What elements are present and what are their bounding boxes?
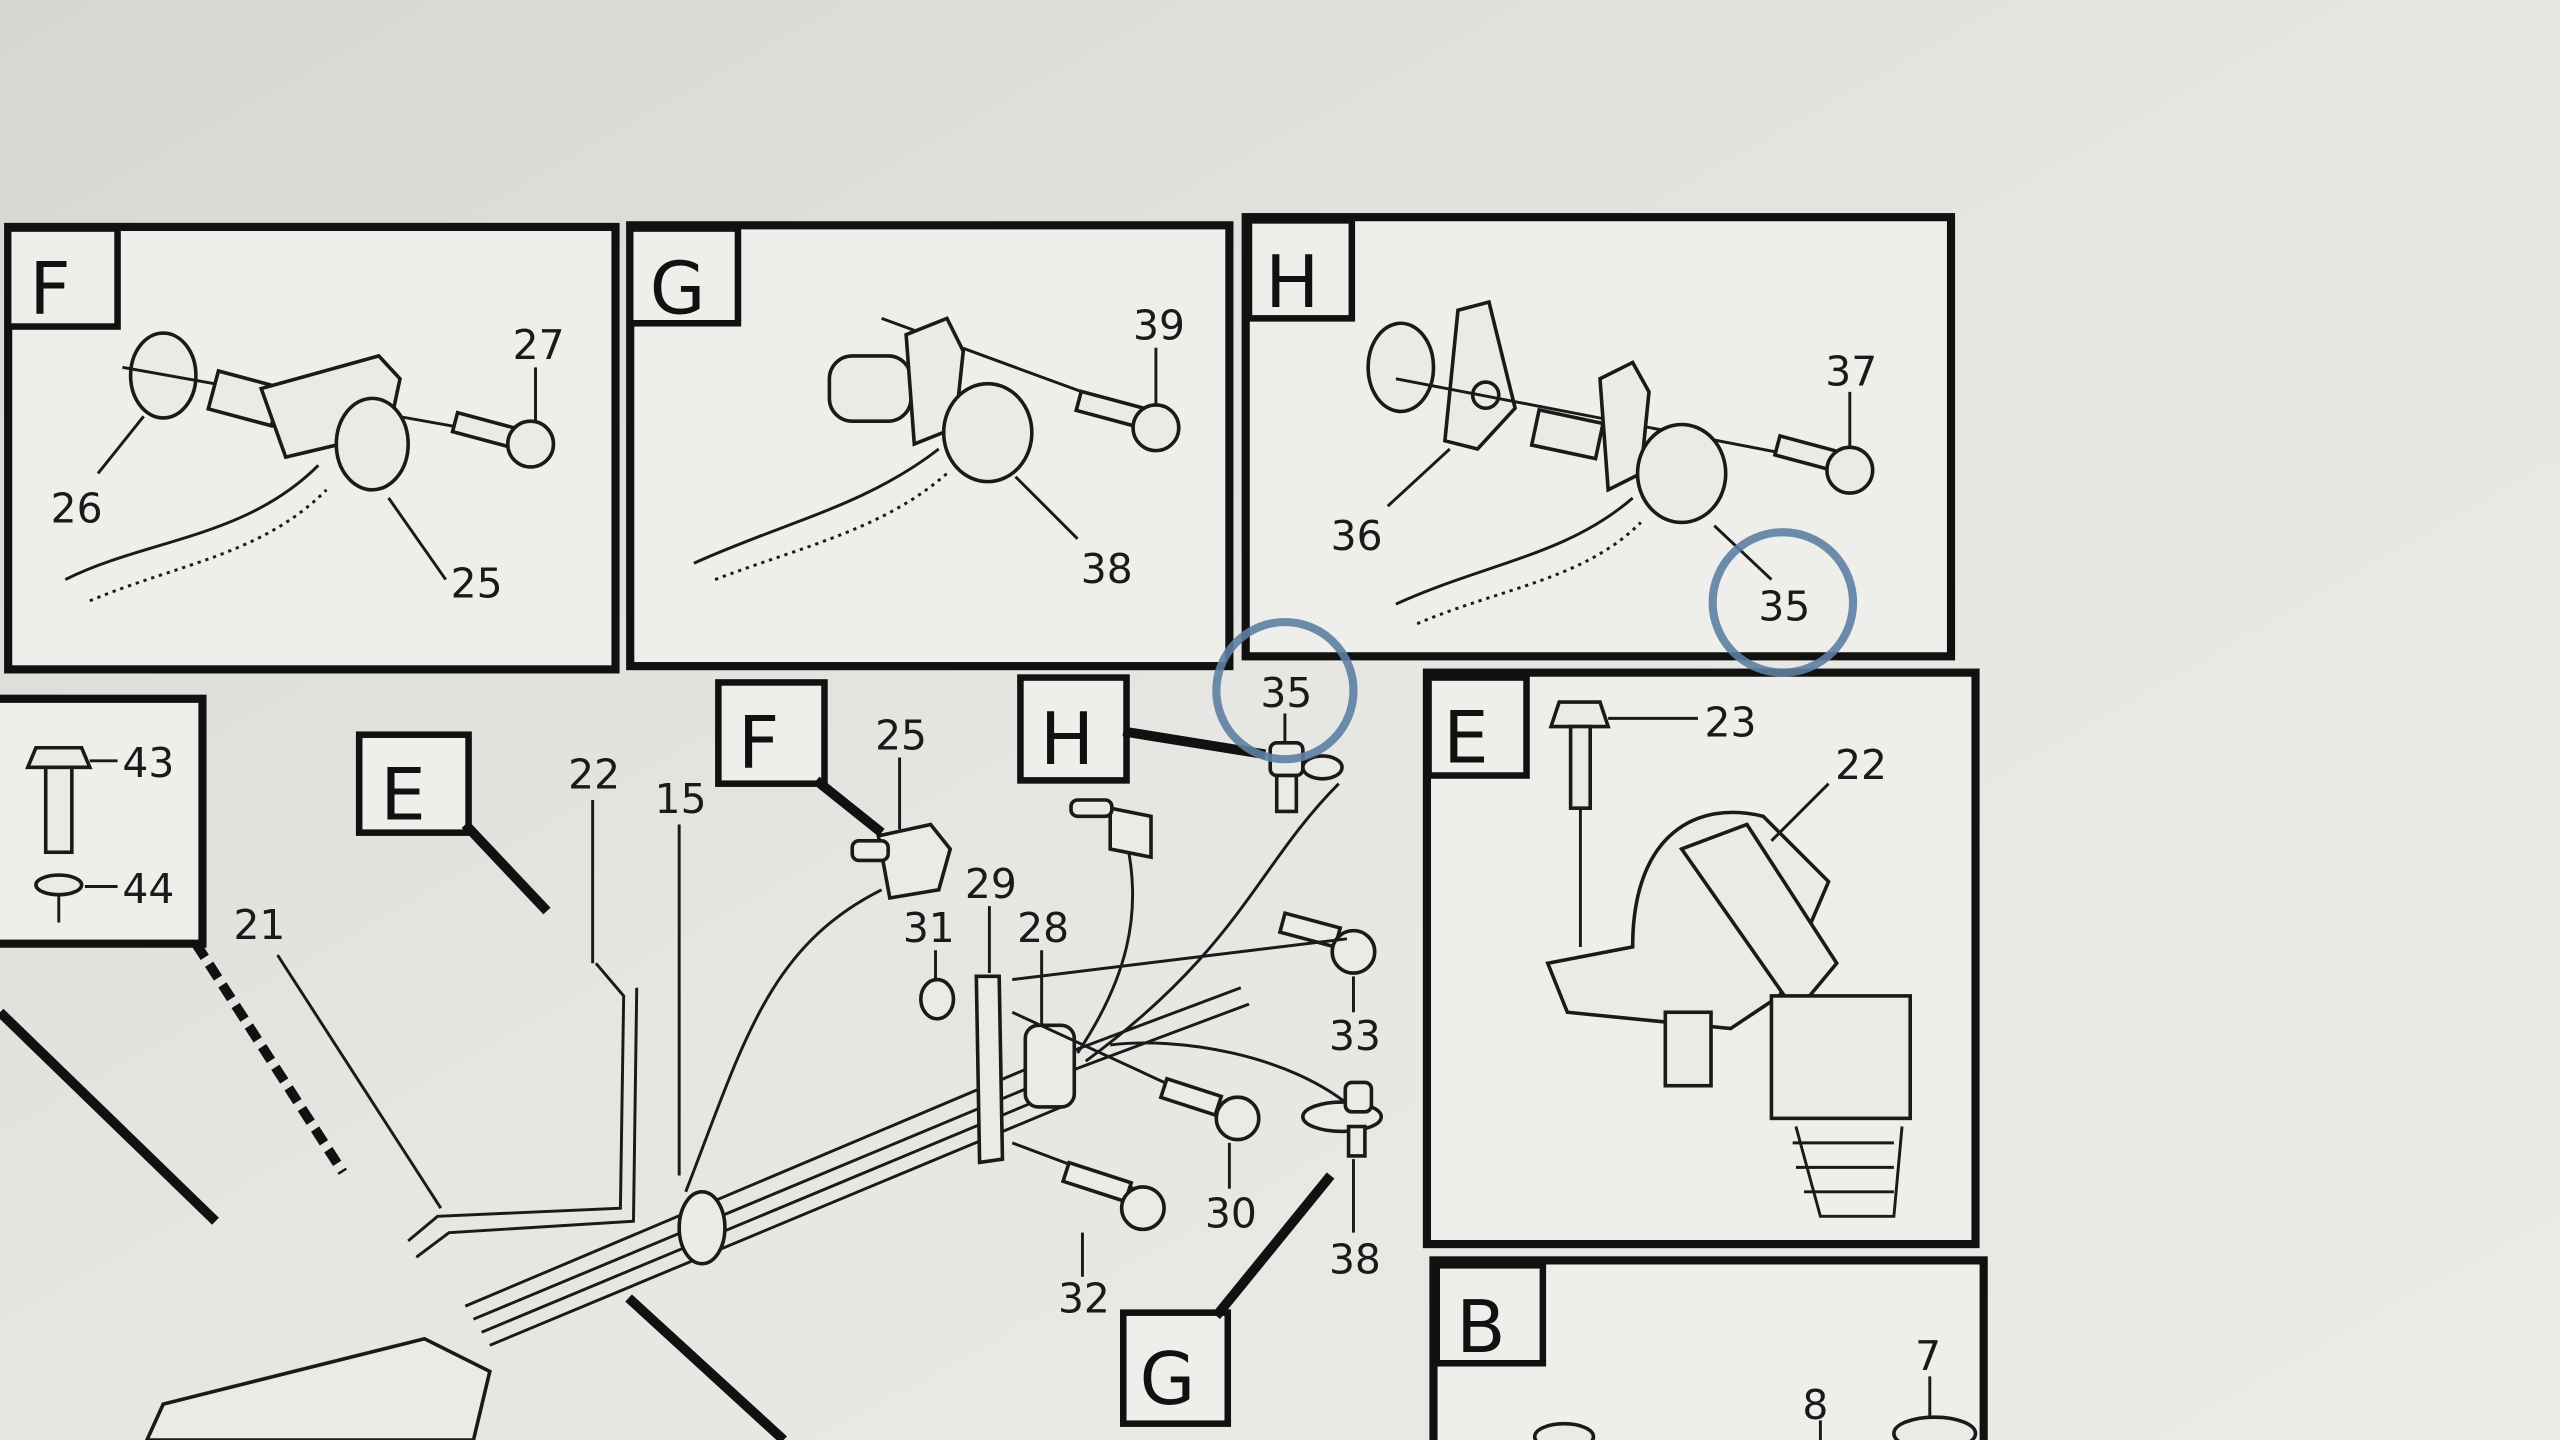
panel-g: G 39 38 (626, 221, 1234, 671)
panel-b: B 7 8 (1429, 1256, 1988, 1440)
part-number-label: 27 (513, 321, 565, 369)
part-number-label: 8 (1802, 1381, 1828, 1429)
panel-f: F 27 26 25 (4, 222, 620, 674)
panel-letter-box (4, 225, 121, 330)
part-number-label: 32 (1058, 1275, 1110, 1323)
part-number-label: 37 (1825, 347, 1877, 395)
part-number-label: 7 (1915, 1332, 1941, 1380)
part-number-label: 33 (1329, 1012, 1381, 1060)
callout-letter: H (1040, 697, 1094, 781)
part-number-label: 25 (875, 711, 927, 759)
part-number-label: 21 (233, 901, 285, 949)
panel-letter: E (1443, 695, 1488, 779)
callout-letter: G (1140, 1337, 1196, 1421)
part-number-label: 31 (903, 904, 955, 952)
callout-letter: F (738, 700, 779, 784)
part-number-label: 26 (51, 484, 103, 532)
part-number-label: 28 (1017, 904, 1069, 952)
part-number-label: 25 (451, 560, 503, 608)
panel-letter: F (29, 246, 70, 330)
highlight-circle-35 (1708, 528, 1858, 677)
part-number-label: 22 (1835, 741, 1887, 789)
part-number-label: 15 (655, 775, 707, 823)
panel-letter: H (1265, 240, 1319, 324)
part-number-label: 39 (1133, 302, 1185, 350)
part-number-label: 22 (568, 751, 620, 799)
panel-bolt-washer: 43 44 (0, 694, 207, 948)
panel-e: E 23 22 (1422, 668, 1980, 1249)
panel-h: H 37 36 35 (1241, 213, 1956, 661)
highlight-circle-35 (1212, 617, 1358, 764)
part-number-label: 43 (122, 739, 174, 787)
panel-letter: B (1456, 1285, 1505, 1369)
part-number-label: 38 (1081, 545, 1133, 593)
part-number-label: 36 (1331, 512, 1383, 560)
part-number-label: 29 (965, 860, 1017, 908)
panel-letter: G (650, 246, 706, 330)
part-number-label: 35 (1260, 669, 1312, 717)
part-number-label: 38 (1329, 1235, 1381, 1283)
part-number-label: 23 (1704, 698, 1756, 746)
part-number-label: 44 (122, 865, 174, 913)
callout-letter: E (380, 753, 425, 837)
part-number-label: 30 (1205, 1190, 1257, 1238)
part-number-label: 35 (1758, 582, 1810, 630)
main-harness-drawing: E F H G 22 15 21 25 29 31 28 35 33 30 32… (0, 669, 1384, 1440)
